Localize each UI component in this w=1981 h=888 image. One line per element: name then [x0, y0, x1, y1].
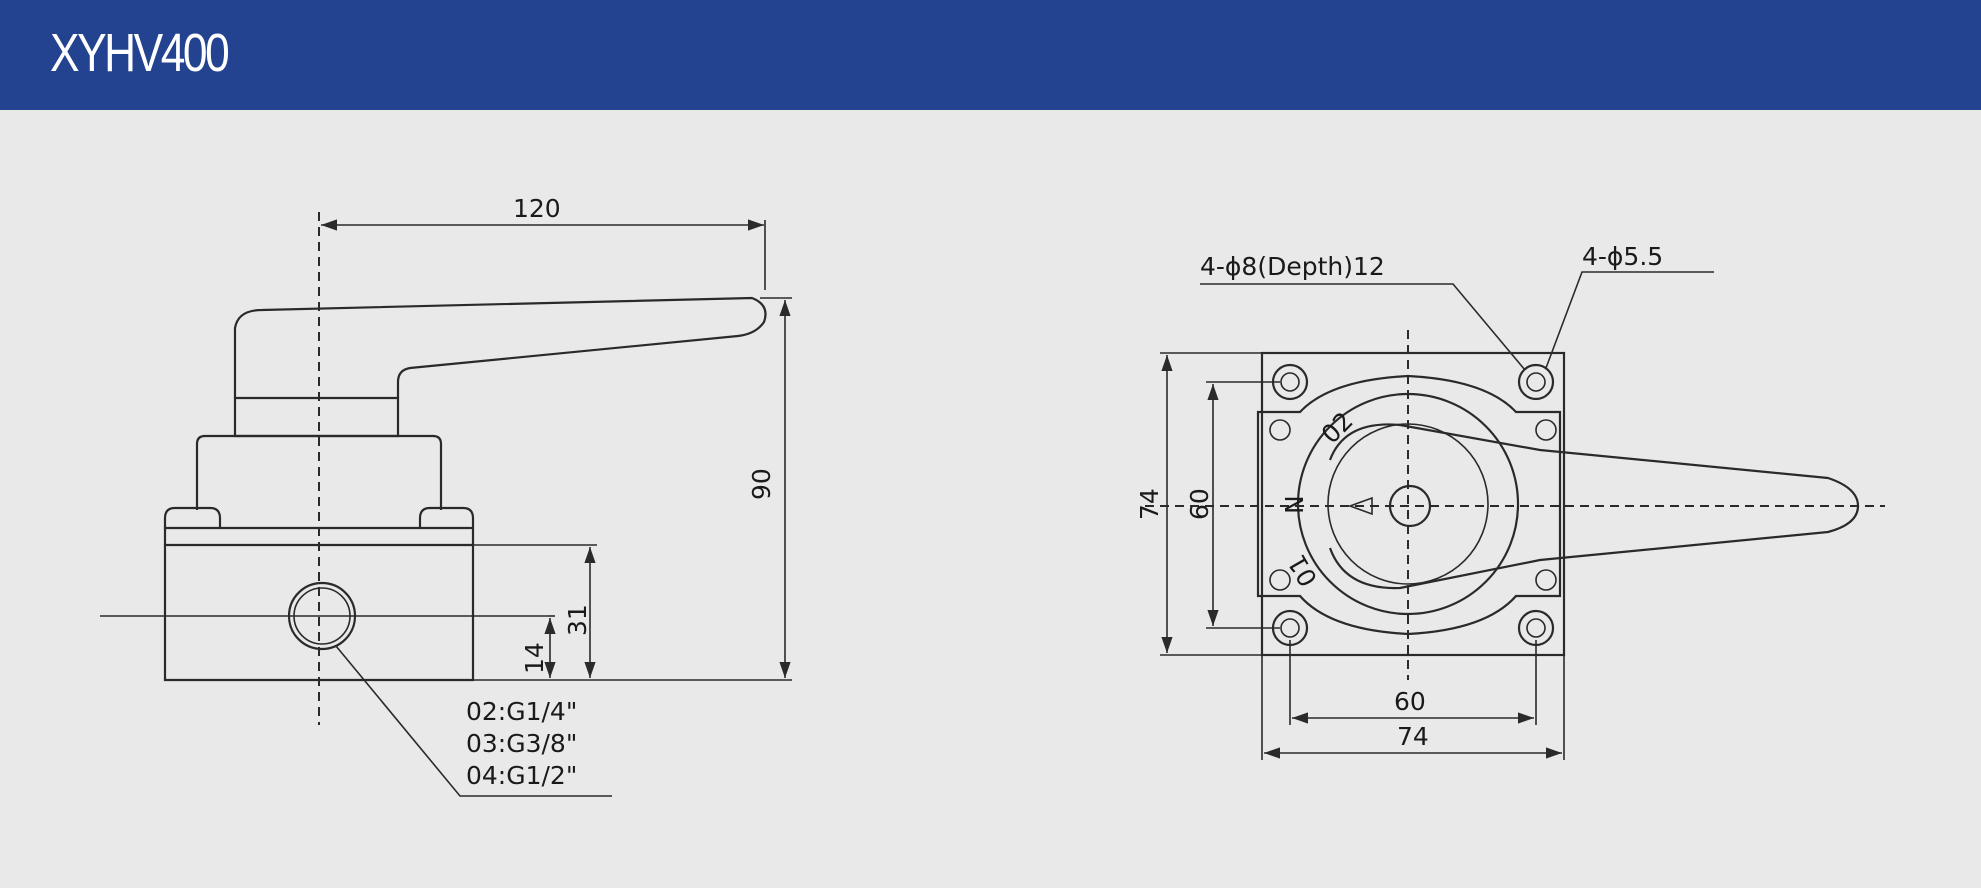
upper-body	[195, 434, 443, 510]
port-callout-04: 04:G1/2"	[466, 761, 577, 790]
technical-drawing: 120 90 31 14 02:G1/4" 03:G3/8" 04:G1/2"	[100, 194, 1885, 797]
dim-inner-horizontal-60: 60	[1394, 687, 1426, 716]
page-title: XYHV400	[50, 23, 230, 83]
counterbore-leader	[1200, 283, 1526, 371]
small-hole-bl	[1269, 569, 1291, 591]
dim-body-31: 31	[563, 604, 592, 636]
handle-boss	[233, 396, 400, 438]
dim-outer-vertical-74: 74	[1135, 488, 1164, 520]
dim-inner-vertical-60: 60	[1185, 488, 1214, 520]
mount-hole-br	[1517, 609, 1555, 647]
dim-width-120: 120	[513, 194, 561, 223]
counterbore-note: 4-ϕ8(Depth)12	[1200, 252, 1385, 281]
port-leader	[335, 645, 612, 797]
port-thread	[293, 587, 351, 645]
side-view: 120 90 31 14 02:G1/4" 03:G3/8" 04:G1/2"	[100, 194, 792, 797]
hole-leader	[1545, 271, 1714, 369]
dial-label-02: 02	[1316, 406, 1359, 449]
dim-height-90: 90	[747, 468, 776, 500]
mount-hole-tr	[1517, 363, 1555, 401]
port-circle	[287, 581, 357, 651]
mount-flange	[1256, 374, 1562, 636]
hole-note: 4-ϕ5.5	[1582, 242, 1663, 271]
top-view: 02 N 01 4-ϕ8(Depth)12 4-ϕ5.5 74 60 60	[1135, 242, 1885, 760]
lever-pivot	[1388, 484, 1432, 528]
port-callout-03: 03:G3/8"	[466, 729, 577, 758]
dim-outer-horizontal-74: 74	[1397, 722, 1429, 751]
valve-handle	[233, 296, 767, 398]
dial-inner-ring	[1327, 423, 1489, 585]
dial-pointer	[1347, 496, 1373, 516]
right-shoulder	[418, 506, 475, 545]
title-bar: XYHV400	[0, 0, 1981, 110]
dim-port-14: 14	[520, 642, 549, 674]
small-hole-br	[1535, 569, 1557, 591]
dial-ring	[1296, 392, 1520, 616]
small-hole-tl	[1269, 419, 1291, 441]
base-plate	[1260, 351, 1566, 657]
left-shoulder	[163, 506, 222, 545]
port-callout-02: 02:G1/4"	[466, 697, 577, 726]
dial-label-n: N	[1280, 495, 1309, 514]
small-hole-tr	[1535, 419, 1557, 441]
top-lever	[1328, 423, 1860, 590]
